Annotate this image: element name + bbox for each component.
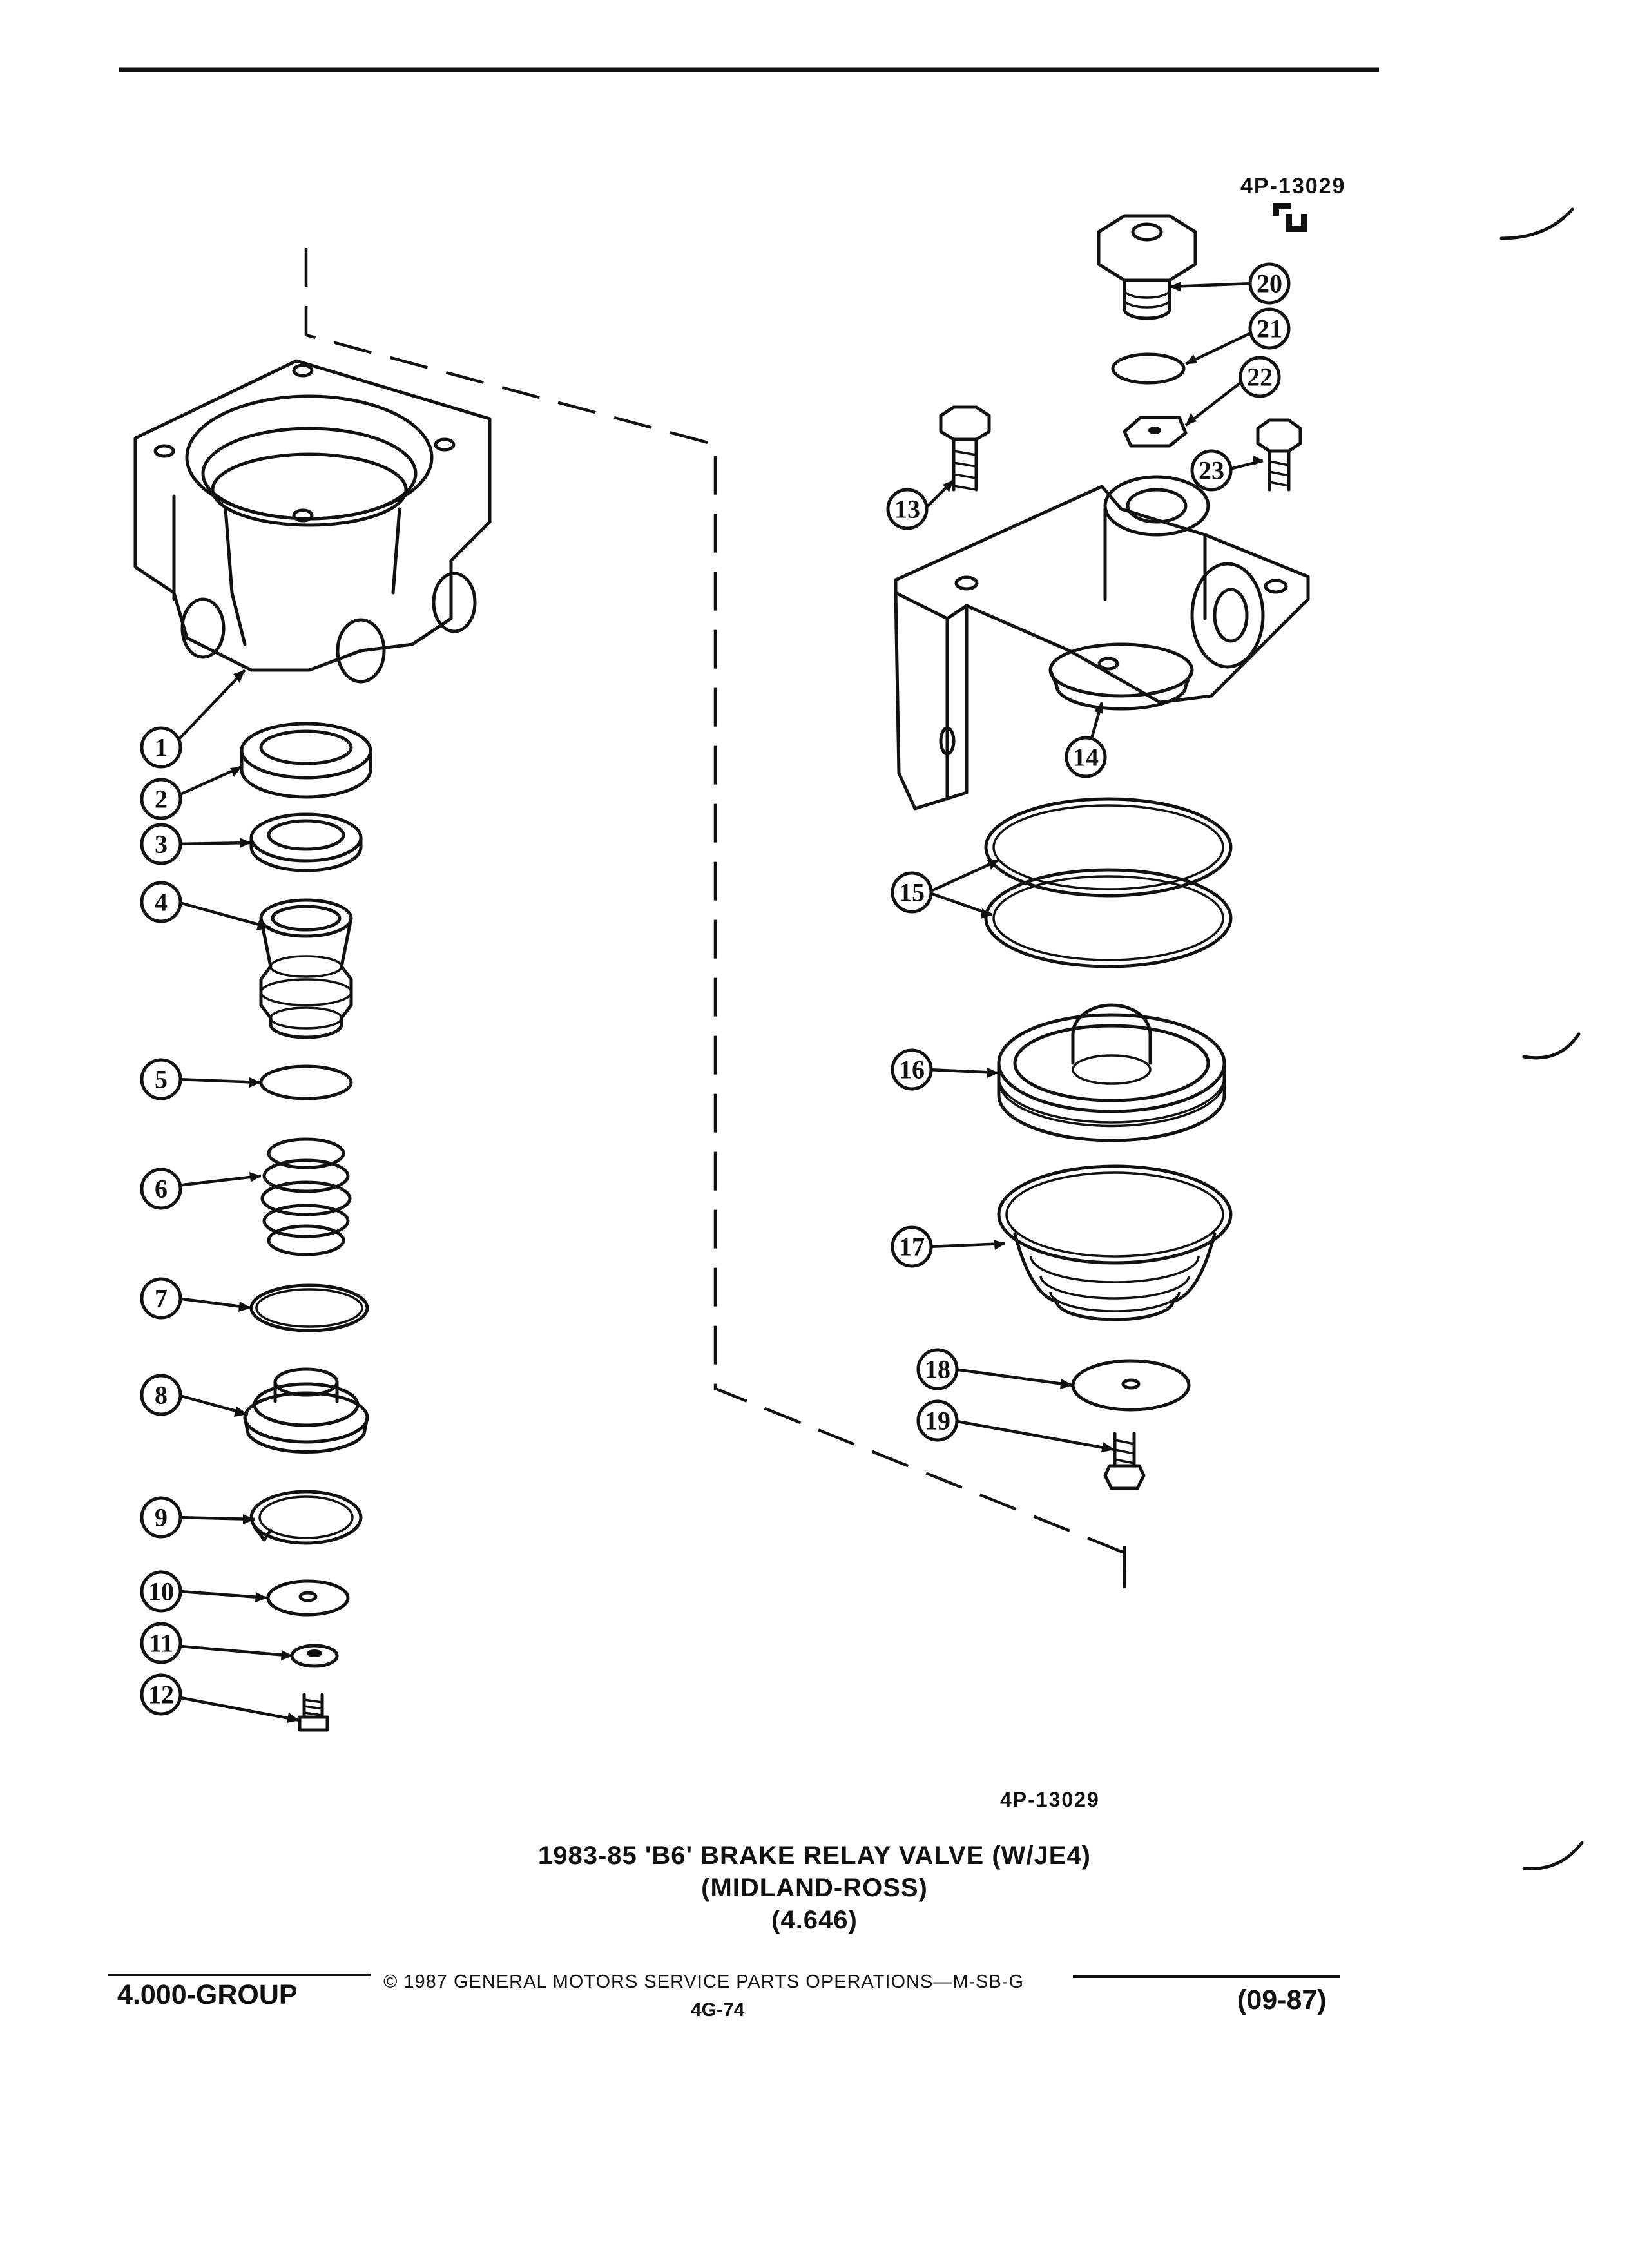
svg-text:3: 3 — [155, 830, 168, 859]
svg-text:11: 11 — [149, 1629, 173, 1658]
svg-text:17: 17 — [899, 1233, 925, 1262]
svg-text:22: 22 — [1247, 363, 1273, 392]
callout-8: 8 — [140, 1374, 182, 1416]
binder-mark-middle — [1522, 1032, 1581, 1060]
part-11-small-washer — [290, 1644, 339, 1668]
svg-text:8: 8 — [155, 1381, 168, 1410]
part-13-bolt — [939, 405, 991, 492]
callout-15: 15 — [891, 871, 933, 914]
callout-4: 4 — [140, 881, 182, 923]
binder-mark-bottom — [1522, 1841, 1584, 1870]
part-8-valve — [243, 1367, 369, 1454]
title-line-3: (4.646) — [771, 1906, 858, 1934]
part-17-diaphragm — [997, 1164, 1233, 1321]
part-21-o-ring — [1111, 352, 1186, 385]
gm-service-parts-logo-icon — [1273, 203, 1307, 232]
leader-lines — [176, 282, 1264, 1722]
svg-text:12: 12 — [148, 1680, 174, 1709]
svg-text:19: 19 — [925, 1407, 950, 1436]
part-10-washer — [266, 1579, 350, 1617]
callout-21: 21 — [1248, 307, 1291, 350]
callout-17: 17 — [891, 1225, 933, 1268]
svg-text:13: 13 — [894, 495, 920, 524]
svg-text:2: 2 — [155, 785, 168, 814]
svg-text:15: 15 — [899, 878, 925, 907]
svg-text:9: 9 — [155, 1503, 168, 1532]
part-12-screw — [298, 1693, 329, 1732]
figure-ref-number-bottom: 4P-13029 — [1000, 1788, 1100, 1811]
footer-group: 4.000-GROUP — [117, 1979, 298, 2010]
part-23-bolt — [1256, 418, 1302, 492]
svg-text:4: 4 — [155, 888, 168, 917]
part-6-spring — [260, 1137, 352, 1256]
part-2-seal-ring — [240, 722, 372, 799]
part-15-o-rings — [984, 797, 1233, 968]
callout-7: 7 — [140, 1277, 182, 1320]
part-7-ring — [249, 1283, 369, 1332]
part-18-washer — [1071, 1359, 1191, 1412]
callout-20: 20 — [1248, 262, 1291, 305]
figure-title: 1983-85 'B6' BRAKE RELAY VALVE (W/JE4) (… — [0, 1840, 1629, 1936]
svg-text:7: 7 — [155, 1284, 168, 1313]
part-19-bolt — [1103, 1432, 1146, 1490]
footer-page-number: 4G-74 — [691, 1999, 745, 2021]
part-4-piston — [259, 898, 353, 1039]
callout-3: 3 — [140, 823, 182, 865]
part-14-bracket-body — [894, 475, 1310, 811]
svg-text:14: 14 — [1073, 743, 1099, 772]
svg-text:1: 1 — [155, 733, 168, 762]
callout-16: 16 — [891, 1048, 933, 1091]
callout-2: 2 — [140, 778, 182, 820]
callout-12: 12 — [140, 1673, 182, 1716]
callout-23: 23 — [1190, 449, 1233, 492]
part-20-fitting — [1097, 214, 1197, 320]
callout-9: 9 — [140, 1496, 182, 1539]
binder-mark-top — [1499, 207, 1574, 240]
callout-6: 6 — [140, 1168, 182, 1210]
svg-text:20: 20 — [1257, 269, 1282, 298]
part-16-piston — [997, 1003, 1226, 1142]
leader-arrowheads — [230, 282, 1263, 1723]
callout-14: 14 — [1065, 736, 1107, 778]
part-1-housing — [133, 359, 492, 684]
part-3-seal-ring — [249, 812, 363, 872]
callout-1: 1 — [140, 726, 182, 769]
callout-11: 11 — [140, 1622, 182, 1664]
svg-text:5: 5 — [155, 1065, 168, 1094]
part-5-o-ring — [259, 1064, 353, 1100]
svg-text:21: 21 — [1257, 314, 1282, 343]
title-line-2: (MIDLAND-ROSS) — [701, 1874, 928, 1902]
part-9-snap-ring — [249, 1490, 363, 1545]
svg-text:10: 10 — [148, 1577, 174, 1606]
svg-text:6: 6 — [155, 1175, 168, 1204]
svg-text:23: 23 — [1199, 456, 1224, 485]
footer-date: (09-87) — [1237, 1984, 1327, 2015]
part-22-plate — [1123, 416, 1188, 448]
callout-10: 10 — [140, 1570, 182, 1613]
figure-ref-number-top: 4P-13029 — [1240, 174, 1346, 198]
callout-13: 13 — [886, 488, 929, 530]
callout-5: 5 — [140, 1058, 182, 1100]
svg-text:18: 18 — [925, 1355, 950, 1384]
assembly-line-left — [304, 248, 1126, 1585]
callout-18: 18 — [916, 1348, 959, 1390]
footer-copyright: © 1987 GENERAL MOTORS SERVICE PARTS OPER… — [383, 1972, 1024, 1992]
callout-22: 22 — [1239, 356, 1281, 398]
title-line-1: 1983-85 'B6' BRAKE RELAY VALVE (W/JE4) — [537, 1841, 1092, 1870]
svg-text:16: 16 — [899, 1055, 925, 1084]
callout-19: 19 — [916, 1399, 959, 1442]
